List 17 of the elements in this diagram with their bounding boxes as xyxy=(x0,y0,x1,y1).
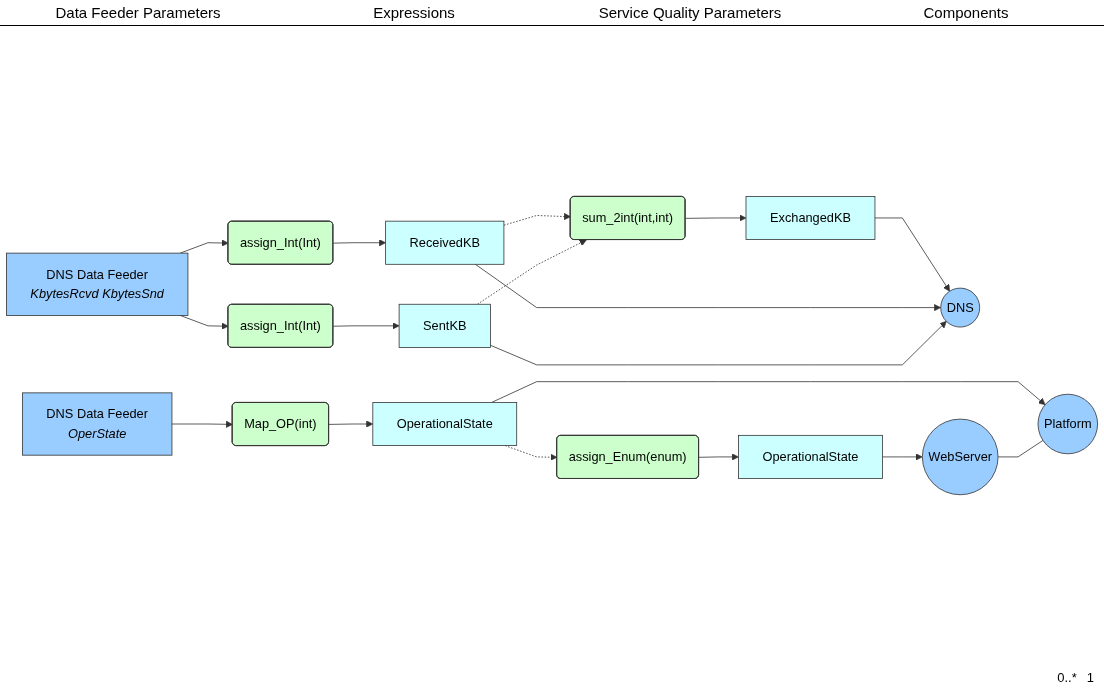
connector xyxy=(997,440,1044,458)
column-header: Expressions xyxy=(372,4,456,21)
node-box: DNS Data Feeder KbytesRcvd KbytesSnd xyxy=(6,253,189,317)
column-header: Data Feeder Parameters xyxy=(54,4,222,21)
node-box: ExchangedKB xyxy=(745,196,876,241)
node-box: OperationalState xyxy=(738,435,883,480)
multiplicity-label: 0..* xyxy=(1057,670,1077,685)
node-circle: Platform xyxy=(1037,394,1098,455)
node-box: SentKB xyxy=(398,304,491,349)
node-box: OperationalState xyxy=(372,402,518,447)
node-box: DNS Data Feeder OperState xyxy=(22,392,173,456)
multiplicity-label: 1 xyxy=(1086,670,1094,685)
column-header: Components xyxy=(922,4,1010,21)
node-box: ReceivedKB xyxy=(385,221,505,266)
column-header: Service Quality Parameters xyxy=(597,4,783,21)
node-circle: DNS xyxy=(940,288,981,328)
node-circle: WebServer xyxy=(921,419,999,496)
